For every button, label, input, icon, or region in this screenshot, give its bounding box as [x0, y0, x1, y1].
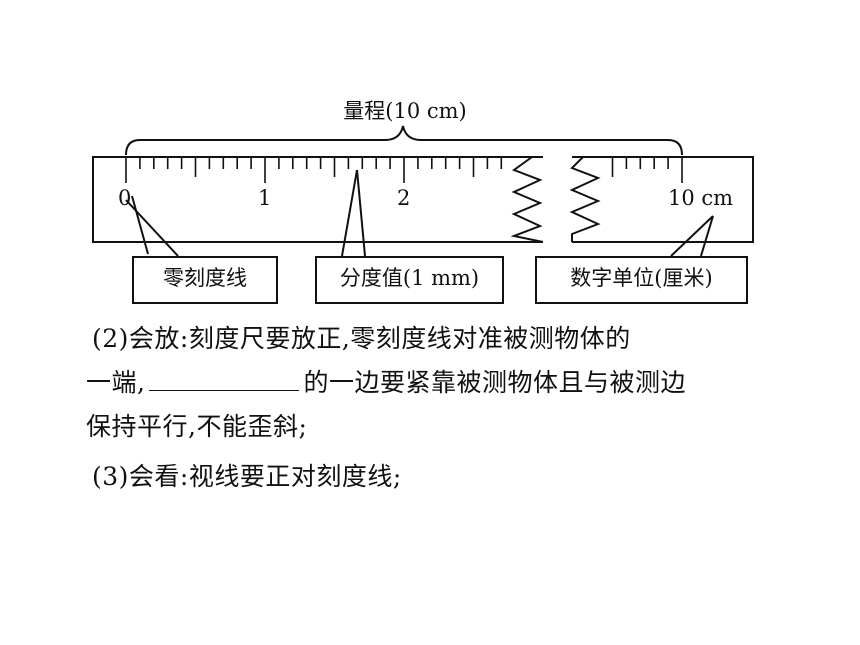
text-line-1: (2)会放:刻度尺要放正,零刻度线对准被测物体的: [92, 324, 631, 353]
ruler-body-left: [92, 156, 543, 243]
ruler-body-right: [572, 156, 754, 243]
ruler-ticks: [125, 157, 683, 183]
range-brace: [125, 125, 683, 156]
ruler-number-2: 2: [397, 186, 411, 210]
pointer-zero-line-2: [131, 195, 149, 255]
range-label: 量程(10 cm): [343, 99, 467, 123]
text-line-2: 一端, 的一边要紧靠被测物体且与被测边: [86, 366, 686, 400]
pointer-division-2: [356, 169, 366, 257]
break-zigzag-right: [569, 156, 601, 242]
fill-in-blank: [149, 366, 300, 391]
text-line-4: (3)会看:视线要正对刻度线;: [92, 462, 402, 491]
ruler-number-0: 0: [118, 186, 132, 210]
label-unit: 数字单位(厘米): [535, 256, 748, 304]
ruler-number-1: 1: [258, 186, 272, 210]
ruler-number-10cm: 10 cm: [668, 186, 734, 210]
label-zero-line: 零刻度线: [132, 256, 278, 304]
text-line-2-start: 一端,: [86, 368, 146, 397]
pointer-unit-2: [700, 215, 714, 257]
pointer-unit: [670, 215, 714, 257]
pointer-division: [341, 169, 358, 257]
label-division-value: 分度值(1 mm): [315, 256, 504, 304]
text-line-3: 保持平行,不能歪斜;: [86, 412, 308, 441]
break-zigzag-left: [510, 156, 544, 243]
text-line-2-end: 的一边要紧靠被测物体且与被测边: [303, 368, 686, 397]
pointer-zero-line: [125, 199, 179, 257]
